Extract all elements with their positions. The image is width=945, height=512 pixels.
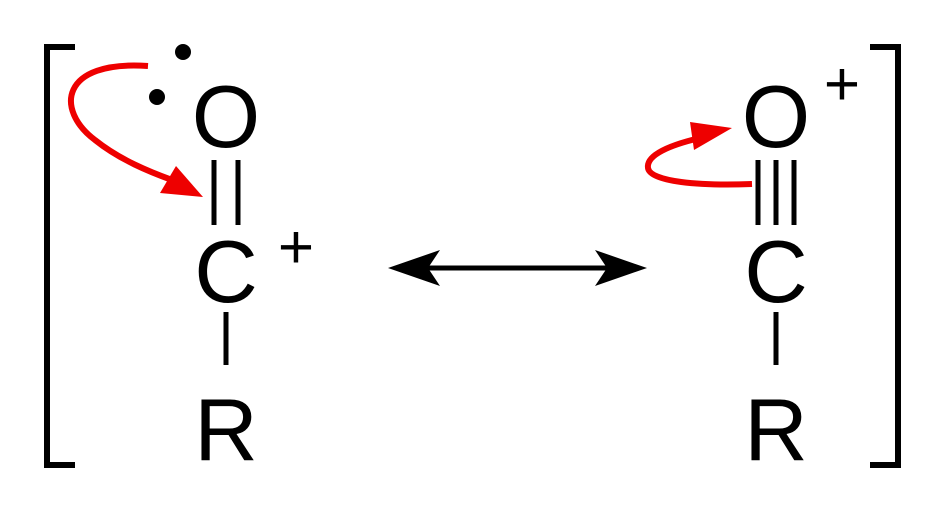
right-oxygen-atom: O xyxy=(742,67,810,166)
left-carbon-atom: C xyxy=(194,222,258,321)
carbon-positive-charge: + xyxy=(278,213,314,282)
left-bracket xyxy=(44,44,75,468)
resonance-double-arrow xyxy=(388,250,647,286)
arrow-head-left-icon xyxy=(388,250,440,286)
arrow-head-icon xyxy=(690,122,732,150)
arrow-head-icon xyxy=(160,166,203,197)
left-oxygen-atom: O xyxy=(192,67,260,166)
right-r-group: R xyxy=(744,380,808,479)
left-r-group: R xyxy=(194,380,258,479)
lone-pair-dot xyxy=(175,44,191,60)
electron-push-arrow xyxy=(645,135,753,188)
lone-pair-dot xyxy=(149,89,165,105)
right-resonance-structure: O + C R xyxy=(645,50,860,479)
left-resonance-structure: O C + R xyxy=(68,44,314,479)
electron-push-arrow xyxy=(68,62,174,183)
right-bracket xyxy=(870,44,901,468)
oxygen-positive-charge: + xyxy=(824,50,860,119)
right-carbon-atom: C xyxy=(744,222,808,321)
arrow-head-right-icon xyxy=(595,250,647,286)
